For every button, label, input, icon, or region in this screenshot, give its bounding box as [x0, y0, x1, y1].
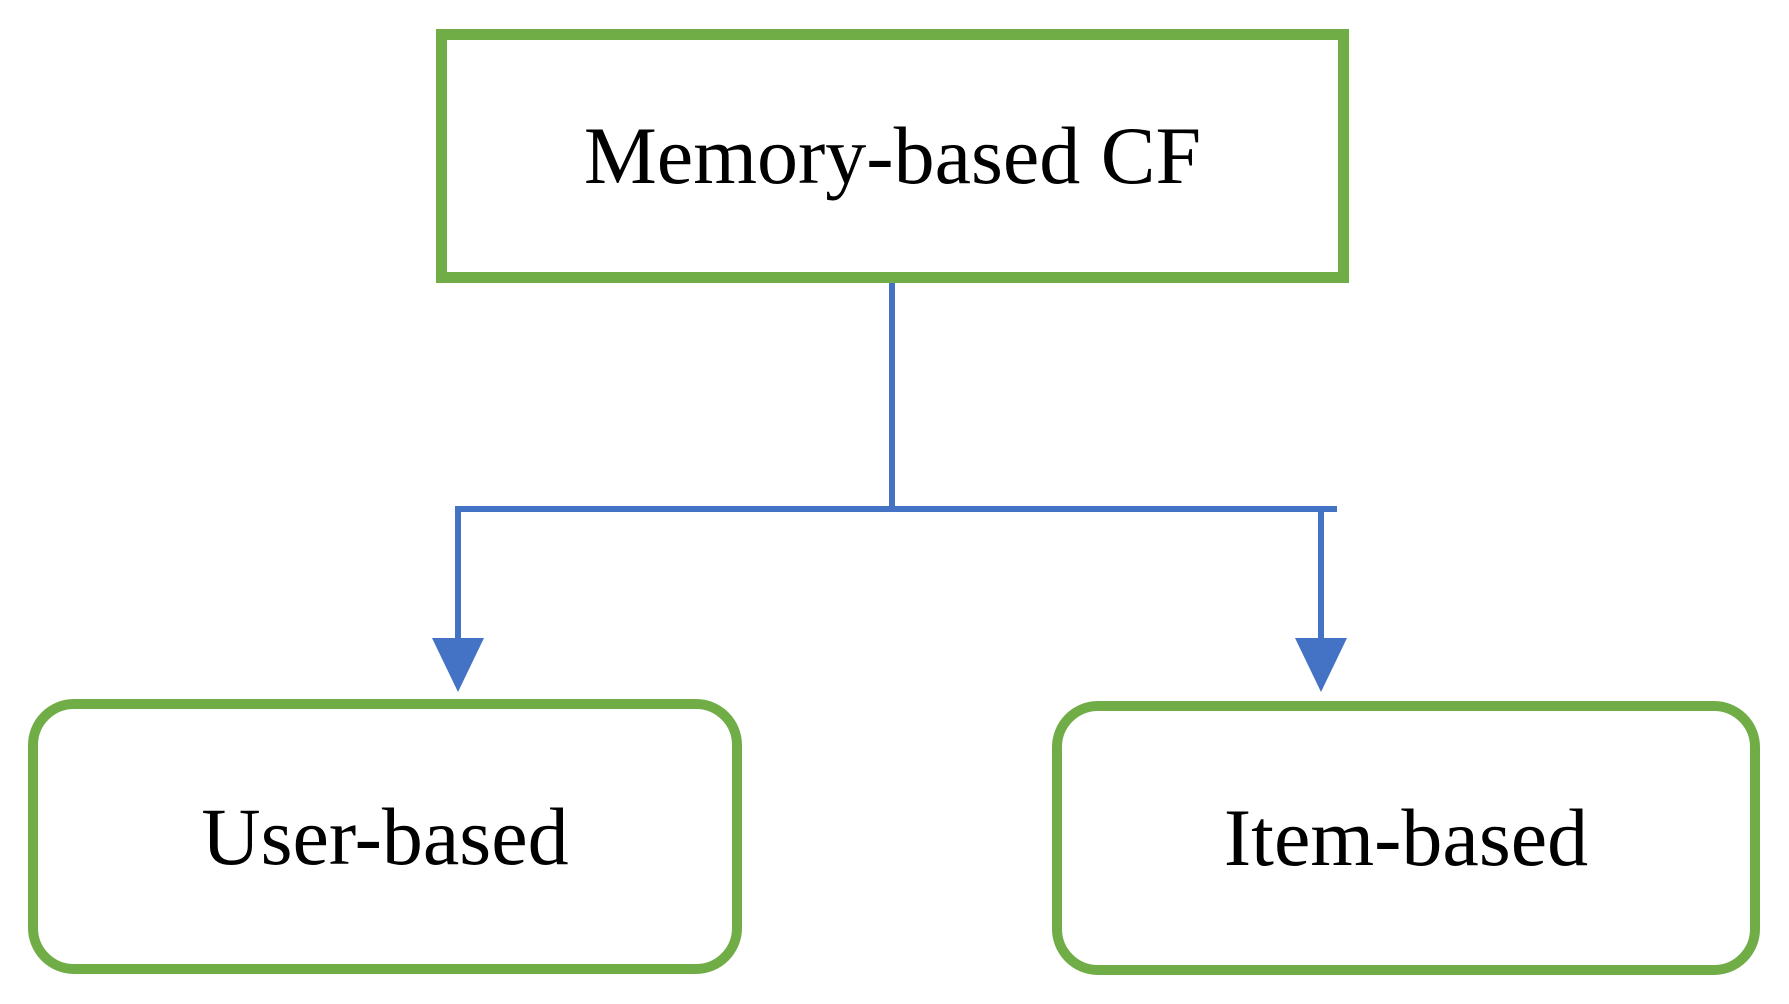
connector-left-drop-line	[455, 506, 461, 640]
node-item-based: Item-based	[1052, 701, 1760, 975]
connector-right-drop-line	[1318, 506, 1324, 640]
node-label: Memory-based CF	[583, 110, 1202, 201]
node-label: User-based	[201, 790, 569, 882]
node-user-based: User-based	[28, 699, 742, 974]
right-arrow-down-icon	[1295, 638, 1347, 692]
left-arrow-down-icon	[432, 638, 484, 692]
node-memory-based-cf: Memory-based CF	[436, 29, 1349, 283]
connector-horizontal-line	[455, 506, 1337, 512]
connector-trunk-line	[889, 283, 895, 509]
node-label: Item-based	[1223, 792, 1589, 883]
